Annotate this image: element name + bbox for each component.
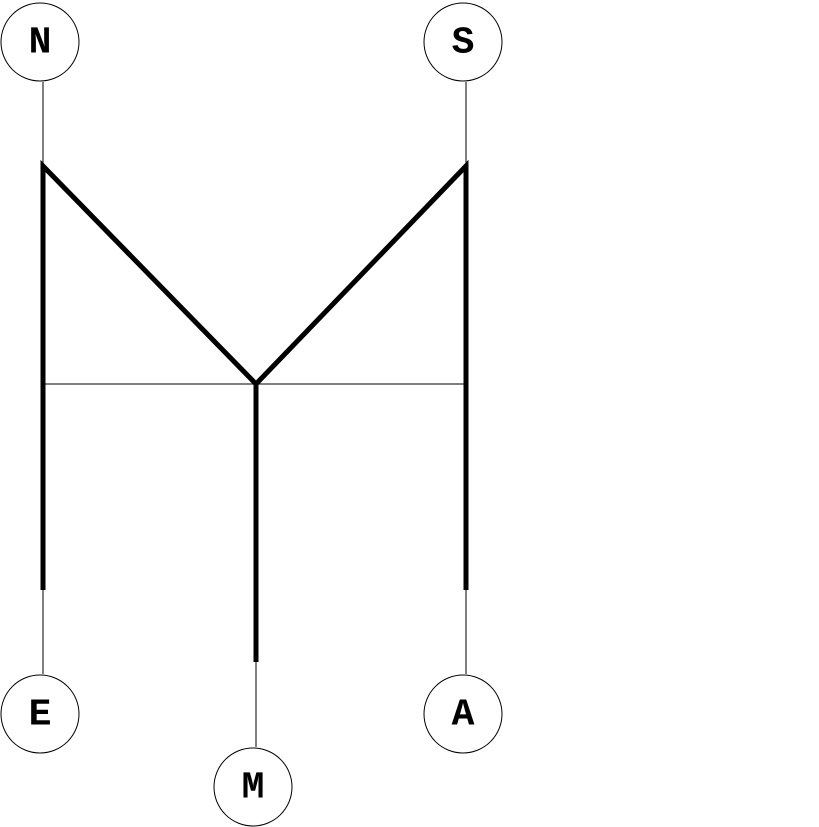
node-circle (423, 674, 503, 754)
node-label: S (452, 22, 475, 65)
leaf-node-m: M (213, 747, 293, 827)
leaf-node-a: A (423, 674, 503, 754)
leaf-node-n: N (0, 2, 80, 82)
node-circle (0, 674, 80, 754)
thick-branches (40, 159, 469, 662)
node-label: A (452, 694, 475, 737)
left-branch (40, 159, 258, 590)
leaf-node-s: S (423, 2, 503, 82)
node-label: N (29, 22, 52, 65)
node-label: E (29, 694, 52, 737)
node-circle (423, 2, 503, 82)
node-label: M (242, 767, 265, 810)
node-circle (0, 2, 80, 82)
node-circle (213, 747, 293, 827)
right-branch (254, 159, 469, 590)
leaf-node-e: E (0, 674, 80, 754)
